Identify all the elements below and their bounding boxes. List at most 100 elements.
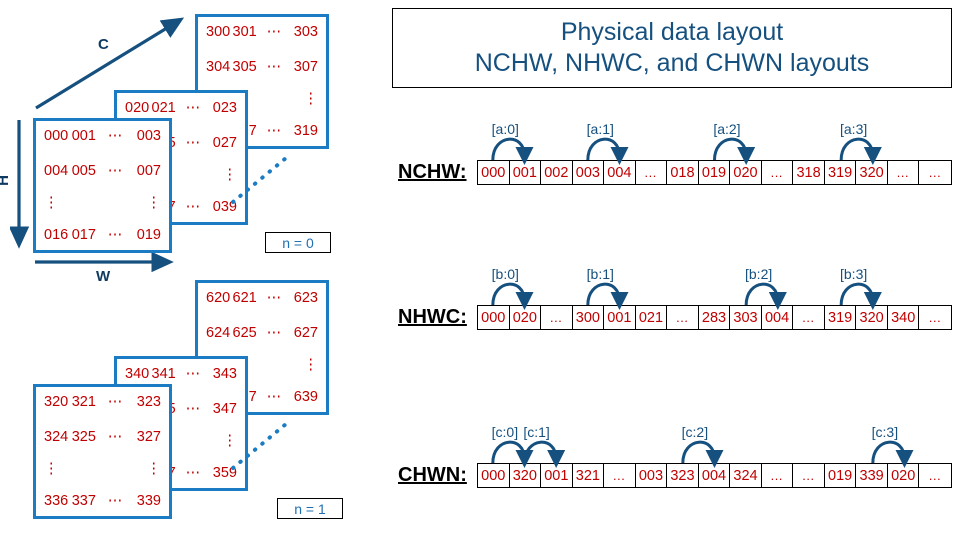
cell-ellipsis: ⋯ bbox=[185, 366, 202, 382]
cell-value: 304 bbox=[206, 59, 231, 75]
tape-cell-ellipsis: … bbox=[793, 306, 825, 329]
stride-label: [b:3] bbox=[840, 266, 868, 282]
tape-cell: 000 bbox=[478, 464, 510, 487]
cell-value: 023 bbox=[212, 100, 237, 116]
w-axis-arrow bbox=[35, 252, 174, 272]
title-box: Physical data layout NCHW, NHWC, and CHW… bbox=[392, 8, 952, 88]
cell-ellipsis: ⋯ bbox=[266, 24, 283, 40]
batch-index-badge-n1: n = 1 bbox=[277, 498, 343, 519]
cell-value: 324 bbox=[44, 429, 69, 445]
cell-ellipsis: ⋯ bbox=[185, 199, 202, 215]
tape-cell-ellipsis: … bbox=[541, 306, 573, 329]
cell-ellipsis: ⋯ bbox=[266, 325, 283, 341]
tape-cell: 323 bbox=[667, 464, 699, 487]
slice-row: 324 325 ⋯ 327 bbox=[44, 429, 161, 445]
stride-label: [a:2] bbox=[713, 121, 741, 137]
cell-ellipsis: ⋯ bbox=[107, 128, 124, 144]
depth-dotted-line bbox=[231, 422, 288, 470]
slice-row: 340 341 ⋯ 343 bbox=[125, 366, 237, 382]
slice-row-ellipsis: ⋮ ⋮ bbox=[44, 195, 161, 211]
tape-cell: 020 bbox=[888, 464, 920, 487]
vertical-ellipsis: ⋮ bbox=[146, 195, 161, 211]
tape-cell-ellipsis: … bbox=[762, 464, 794, 487]
cell-value: 017 bbox=[71, 227, 96, 243]
vertical-ellipsis: ⋮ bbox=[44, 461, 59, 477]
stride-arrow bbox=[491, 282, 534, 310]
tape-cell: 000 bbox=[478, 161, 510, 184]
cell-value: 339 bbox=[136, 493, 161, 509]
stride-arrows-chwn bbox=[491, 440, 914, 468]
stride-label: [b:2] bbox=[745, 266, 773, 282]
vertical-ellipsis: ⋮ bbox=[44, 195, 59, 211]
stride-arrow bbox=[839, 282, 882, 310]
cell-ellipsis: ⋯ bbox=[266, 290, 283, 306]
cell-value: 319 bbox=[293, 123, 318, 139]
cell-ellipsis: ⋯ bbox=[107, 493, 124, 509]
stride-label: [a:1] bbox=[586, 121, 614, 137]
stride-arrow bbox=[491, 137, 534, 165]
stride-arrow bbox=[713, 137, 756, 165]
cell-value: 001 bbox=[71, 128, 96, 144]
cell-ellipsis: ⋯ bbox=[266, 59, 283, 75]
tape-cell: 020 bbox=[510, 306, 542, 329]
title-line-1: Physical data layout bbox=[560, 18, 784, 46]
cell-ellipsis: ⋯ bbox=[185, 465, 202, 481]
tape-cell-ellipsis: … bbox=[604, 464, 636, 487]
cell-ellipsis: ⋯ bbox=[107, 429, 124, 445]
tensor-slice-front: 320 321 ⋯ 323 324 325 ⋯ 327 ⋮ ⋮ bbox=[33, 384, 172, 519]
tape-cell: 320 bbox=[856, 306, 888, 329]
stride-arrow bbox=[491, 440, 534, 468]
tape-cell-ellipsis: … bbox=[793, 464, 825, 487]
tape-cell-ellipsis: … bbox=[888, 161, 920, 184]
tape-cell-ellipsis: … bbox=[928, 468, 943, 483]
tape-cell: 318 bbox=[793, 161, 825, 184]
cell-value: 337 bbox=[71, 493, 96, 509]
tape-cell: 320 bbox=[510, 464, 542, 487]
cell-value: 000 bbox=[44, 128, 69, 144]
cell-value: 020 bbox=[125, 100, 150, 116]
cell-value: 623 bbox=[293, 290, 318, 306]
slice-row: 620 621 ⋯ 623 bbox=[206, 290, 318, 306]
tape-cell-ellipsis: … bbox=[762, 161, 794, 184]
slice-row: 020 021 ⋯ 023 bbox=[125, 100, 237, 116]
tape-cell-ellipsis: … bbox=[928, 165, 943, 180]
cell-value: 639 bbox=[293, 389, 318, 405]
title-line-2: NCHW, NHWC, and CHWN layouts bbox=[474, 49, 870, 77]
tape-cell: 003 bbox=[636, 464, 668, 487]
cell-ellipsis: ⋯ bbox=[107, 227, 124, 243]
stride-arrow bbox=[681, 440, 724, 468]
stride-arrows-nhwc bbox=[491, 282, 882, 310]
stride-arrow bbox=[744, 282, 787, 310]
layout-label-chwn: CHWN: bbox=[398, 464, 467, 486]
cell-value: 340 bbox=[125, 366, 150, 382]
cell-value: 321 bbox=[71, 394, 96, 410]
tape-cell: 319 bbox=[825, 161, 857, 184]
stride-label: [b:0] bbox=[491, 266, 519, 282]
slice-row: 336 337 ⋯ 339 bbox=[44, 493, 161, 509]
w-axis-label: W bbox=[96, 268, 111, 285]
slice-row-ellipsis: ⋮ ⋮ bbox=[44, 461, 161, 477]
tape-cell: 319 bbox=[825, 306, 857, 329]
tape-cell: 001 bbox=[541, 464, 573, 487]
tape-cell: 019 bbox=[825, 464, 857, 487]
cell-ellipsis: ⋯ bbox=[266, 123, 283, 139]
cell-value: 027 bbox=[212, 135, 237, 151]
tape-cell: 019 bbox=[699, 161, 731, 184]
cell-value: 627 bbox=[293, 325, 318, 341]
tape-cell: 300 bbox=[573, 306, 605, 329]
tape-cell: 003 bbox=[573, 161, 605, 184]
slice-row: 300 301 ⋯ 303 bbox=[206, 24, 318, 40]
vertical-ellipsis: ⋮ bbox=[303, 357, 318, 373]
tensor-slice-front: 000 001 ⋯ 003 004 005 ⋯ 007 ⋮ ⋮ bbox=[33, 118, 172, 253]
cell-value: 300 bbox=[206, 24, 231, 40]
batch-index-badge-n0: n = 0 bbox=[265, 232, 331, 253]
stride-arrow bbox=[586, 137, 629, 165]
cell-value: 624 bbox=[206, 325, 231, 341]
stride-arrow bbox=[586, 282, 629, 310]
cell-value: 016 bbox=[44, 227, 69, 243]
tape-cell: 001 bbox=[510, 161, 542, 184]
tape-cell-ellipsis: … bbox=[636, 161, 668, 184]
vertical-ellipsis: ⋮ bbox=[303, 91, 318, 107]
stride-label: [b:1] bbox=[586, 266, 614, 282]
